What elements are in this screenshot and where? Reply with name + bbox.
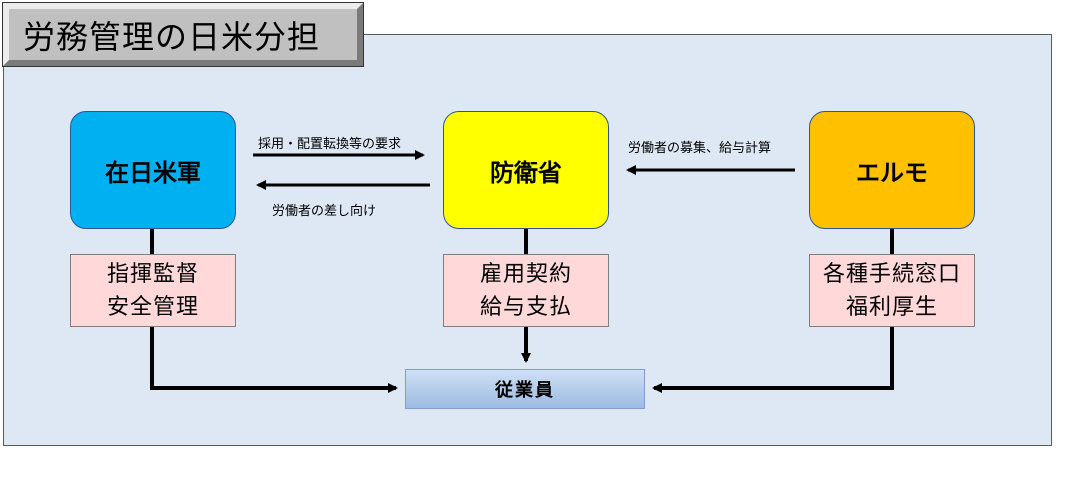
title-frame: 労務管理の日米分担: [2, 2, 364, 67]
elmo-role-2: 福利厚生: [845, 294, 938, 320]
elmo-to-employee-arrow: [652, 327, 894, 393]
elmo-to-mod-label: 労働者の募集、給与計算: [628, 141, 772, 156]
elmo-roles: 各種手続窓口 福利厚生: [809, 254, 975, 327]
elmo-role-1: 各種手続窓口: [822, 261, 961, 287]
usfj-to-mod-label: 採用・配置転換等の要求: [258, 137, 402, 152]
org-elmo-label: エルモ: [856, 158, 928, 187]
usfj-role-2: 安全管理: [106, 294, 199, 320]
employee-box: 従業員: [405, 369, 645, 409]
mod-roles: 雇用契約 給与支払: [443, 254, 609, 327]
mod-role-1: 雇用契約: [479, 261, 572, 287]
usfj-to-employee-arrow: [150, 327, 398, 393]
usfj-roles: 指揮監督 安全管理: [70, 254, 236, 327]
org-usfj: 在日米軍: [70, 111, 236, 229]
usfj-role-1: 指揮監督: [106, 261, 199, 287]
mod-role-2: 給与支払: [479, 294, 572, 320]
org-mod-label: 防衛省: [490, 158, 562, 187]
org-elmo: エルモ: [809, 111, 975, 229]
mod-to-usfj-label: 労働者の差し向け: [272, 204, 377, 219]
org-mod: 防衛省: [443, 111, 609, 229]
employee-label: 従業員: [495, 380, 555, 401]
org-usfj-label: 在日米軍: [105, 158, 201, 187]
diagram-title: 労務管理の日米分担: [23, 17, 321, 56]
